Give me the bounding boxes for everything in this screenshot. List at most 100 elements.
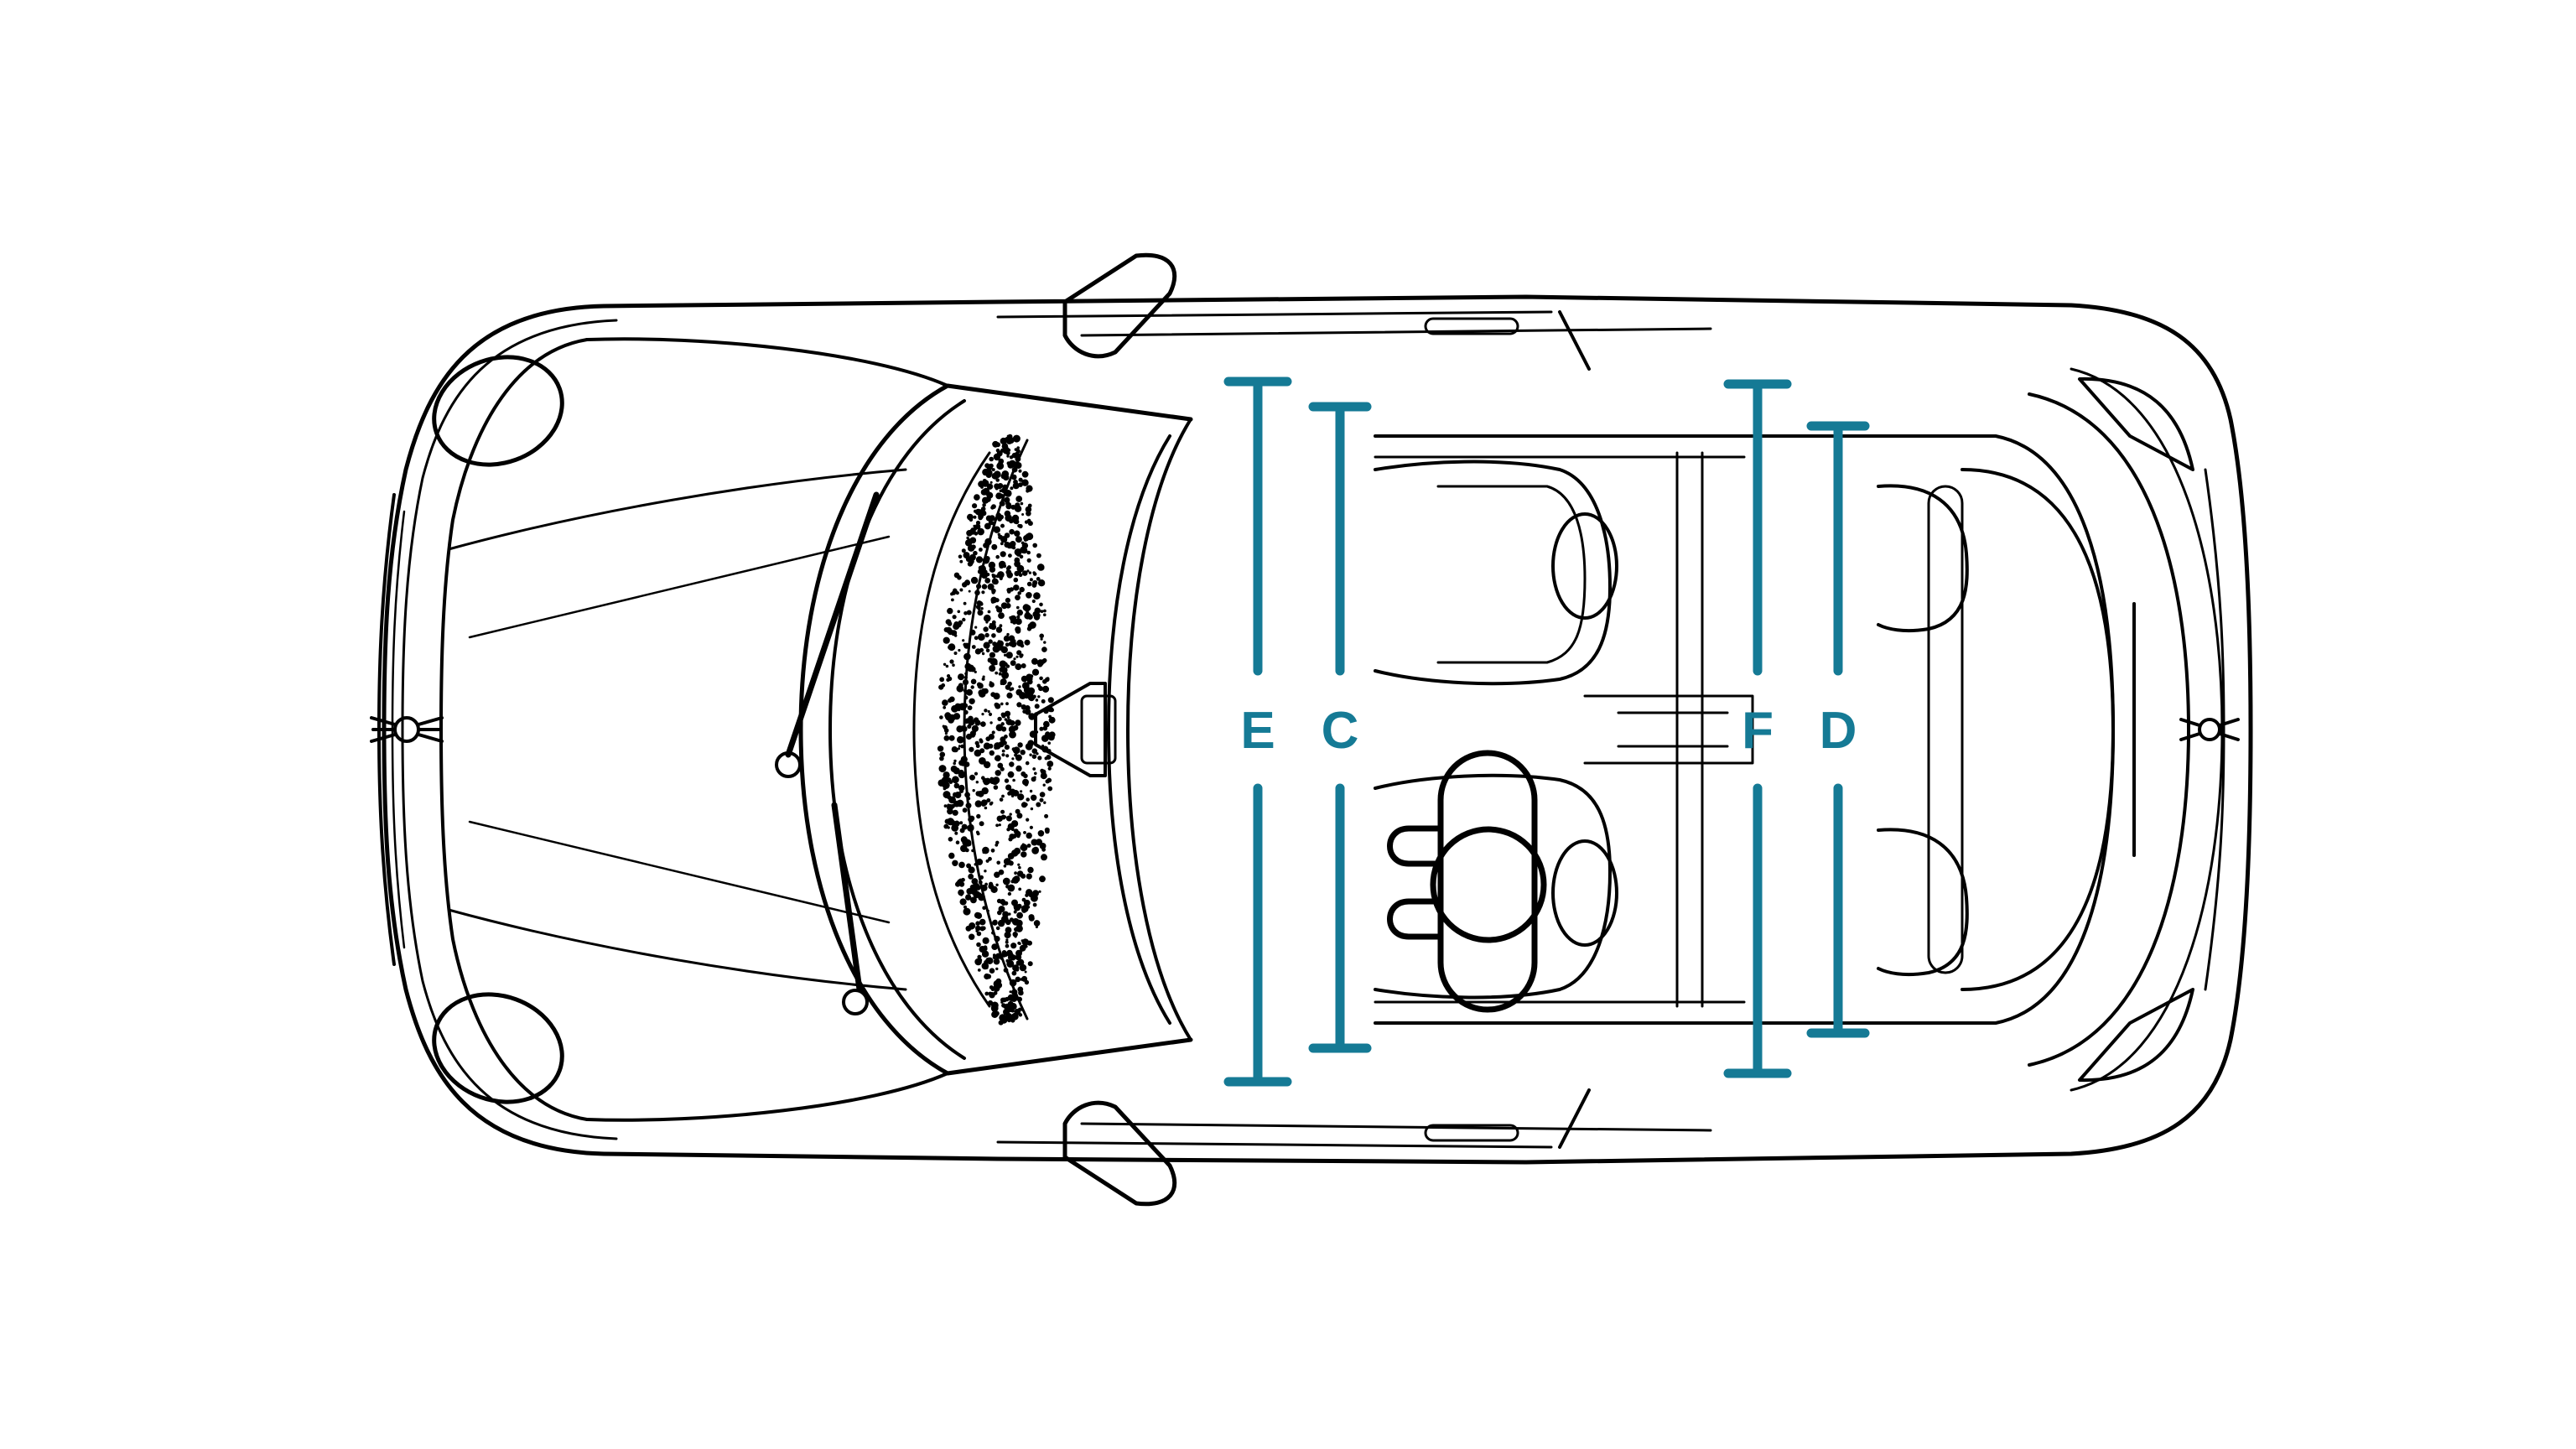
stipple-dot <box>1043 708 1049 714</box>
stipple-dot <box>1028 571 1032 574</box>
stipple-dot <box>959 588 963 592</box>
stipple-dot <box>1009 854 1012 858</box>
stipple-dot <box>1016 650 1022 656</box>
stipple-dot <box>1014 548 1022 556</box>
stipple-dot <box>1000 766 1005 771</box>
stipple-dot <box>1027 961 1033 967</box>
stipple-dot <box>1043 613 1046 616</box>
stipple-dot <box>1017 523 1021 528</box>
stipple-dot <box>990 987 995 992</box>
stipple-dot <box>984 709 988 713</box>
stipple-dot <box>981 584 988 589</box>
stipple-dot <box>1034 712 1039 717</box>
stipple-dot <box>984 973 990 980</box>
stipple-dot <box>1043 609 1046 613</box>
stipple-dot <box>1009 730 1016 739</box>
stipple-dot <box>966 863 972 869</box>
stipple-dot <box>1019 963 1027 972</box>
stipple-dot <box>943 636 950 644</box>
stipple-dot <box>990 600 995 604</box>
stipple-dot <box>959 821 963 825</box>
stipple-dot <box>983 569 988 574</box>
stipple-dot <box>1026 592 1032 599</box>
stipple-dot <box>987 709 990 714</box>
stipple-dot <box>948 645 953 650</box>
stipple-dot <box>1039 633 1044 639</box>
stipple-dot <box>991 943 999 950</box>
stipple-dot <box>1016 639 1024 647</box>
dimension-c: C <box>1308 402 1372 1053</box>
stipple-dot <box>999 624 1003 628</box>
stipple-dot <box>954 634 958 637</box>
stipple-dot <box>971 724 979 733</box>
stipple-dot <box>982 850 985 854</box>
dimension-e: E <box>1223 377 1292 1087</box>
stipple-dot <box>986 957 994 965</box>
stipple-dot <box>943 804 948 808</box>
stipple-dot <box>984 632 989 638</box>
stipple-dot <box>943 771 950 779</box>
stipple-dot <box>1015 618 1022 626</box>
stipple-dot <box>1021 663 1026 668</box>
stipple-dot <box>1014 519 1020 525</box>
stipple-dot <box>989 485 993 489</box>
stipple-dot <box>1025 506 1032 513</box>
stipple-dot <box>982 503 986 507</box>
stipple-dot <box>958 745 961 748</box>
stipple-dot <box>974 589 980 596</box>
stipple-dot <box>1003 858 1011 865</box>
stipple-dot <box>1040 772 1047 780</box>
stipple-dot <box>998 869 1005 875</box>
stipple-dot <box>999 797 1004 802</box>
stipple-dot <box>943 735 950 741</box>
stipple-dot <box>1005 597 1010 604</box>
stipple-dot <box>1000 712 1005 717</box>
stipple-dot <box>1028 694 1036 702</box>
stipple-dot <box>1043 641 1046 644</box>
stipple-dot <box>1043 720 1050 728</box>
stipple-dot <box>1005 702 1009 706</box>
stipple-dot <box>995 626 1003 633</box>
stipple-dot <box>1007 565 1011 570</box>
stipple-dot <box>952 615 957 620</box>
stipple-dot <box>977 969 981 972</box>
stipple-dot <box>1005 1013 1013 1021</box>
stipple-dot <box>1014 532 1018 536</box>
stipple-dot <box>995 554 1000 559</box>
stipple-dot <box>997 517 1002 522</box>
stipple-dot <box>984 960 989 964</box>
stipple-dot <box>990 624 997 631</box>
stipple-dot <box>974 800 983 808</box>
stipple-dot <box>966 536 969 540</box>
stipple-dot <box>1041 854 1047 861</box>
stipple-dot <box>986 909 989 912</box>
stipple-dot <box>983 626 989 632</box>
stipple-dot <box>1000 682 1004 685</box>
stipple-dot <box>981 950 989 958</box>
stipple-dot <box>1041 647 1047 652</box>
stipple-dot <box>944 712 952 719</box>
stipple-dot <box>980 721 986 727</box>
stipple-dot <box>1037 579 1046 587</box>
stipple-dot <box>997 461 1003 466</box>
stipple-dot <box>994 756 999 761</box>
stipple-dot <box>1032 571 1036 574</box>
stipple-dot <box>960 725 965 730</box>
stipple-dot <box>1014 451 1020 458</box>
stipple-dot <box>1018 865 1021 870</box>
stipple-dot <box>991 730 995 735</box>
stipple-dot <box>1012 434 1021 443</box>
stipple-dot <box>995 953 1002 959</box>
stipple-dot <box>995 823 999 828</box>
stipple-dot <box>1036 683 1041 688</box>
stipple-dot <box>965 894 972 901</box>
stipple-dot <box>939 677 945 683</box>
stipple-dot <box>947 607 953 615</box>
stipple-dot <box>1041 659 1046 664</box>
stipple-dot <box>990 848 995 853</box>
stipple-dot <box>969 562 974 565</box>
stipple-dot <box>976 584 982 589</box>
stipple-dot <box>1001 671 1010 679</box>
stipple-dot <box>1010 995 1018 1003</box>
